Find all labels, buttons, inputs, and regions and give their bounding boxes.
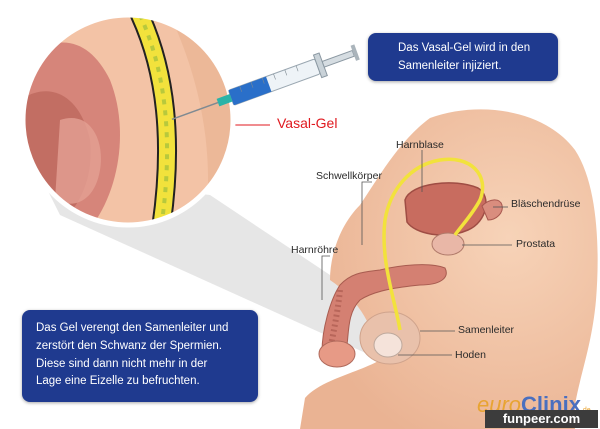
effect-callout: Das Gel verengt den Samenleiter und zers… (22, 310, 258, 402)
label-schwellkoerper: Schwellkörper (316, 170, 382, 182)
testis (373, 332, 403, 358)
prostate (431, 232, 465, 256)
label-hoden: Hoden (455, 349, 486, 361)
injection-callout-line-1: Das Vasal-Gel wird in den (398, 42, 531, 54)
watermark: funpeer.com (485, 410, 598, 428)
label-prostata: Prostata (516, 238, 556, 250)
glans (318, 340, 356, 368)
seminal-vesicle (481, 199, 503, 221)
effect-callout-line-1: Das Gel verengt den Samenleiter und (36, 322, 229, 334)
penis (321, 264, 447, 360)
label-vasal-gel: Vasal-Gel (277, 115, 338, 131)
syringe-icon (171, 44, 360, 121)
injection-callout: Das Vasal-Gel wird in den Samenleiter in… (368, 33, 558, 81)
injection-callout-line-2: Samenleiter injiziert. (398, 59, 502, 72)
label-blaeschendruese: Bläschendrüse (511, 198, 581, 210)
effect-callout-line-2: zerstört den Schwanz der Spermien. (36, 339, 223, 352)
zoom-detail (20, 12, 236, 228)
effect-callout-line-3: Diese sind dann nicht mehr in der (36, 357, 208, 370)
body-silhouette (300, 109, 598, 429)
effect-callout-line-4: Lage eine Eizelle zu befruchten. (36, 375, 200, 388)
label-samenleiter: Samenleiter (458, 324, 515, 336)
vas-deferens (382, 157, 485, 331)
label-harnblase: Harnblase (396, 139, 444, 151)
label-harnroehre: Harnröhre (291, 244, 339, 256)
